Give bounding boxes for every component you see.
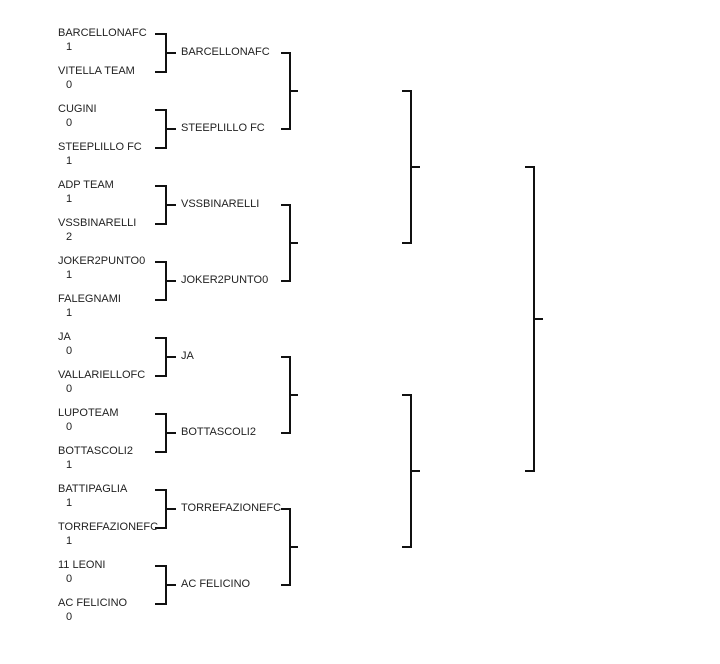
round2-bracket [281, 356, 298, 434]
team-score: 0 [66, 117, 73, 129]
round2-team-name: VSSBINARELLI [181, 198, 260, 210]
round2-team-name: JA [181, 350, 194, 362]
team-name: BARCELLONAFC [58, 27, 147, 39]
team-score: 1 [66, 535, 73, 547]
round1-bracket [155, 337, 176, 377]
team-name: FALEGNAMI [58, 293, 121, 305]
round2-bracket [281, 204, 298, 282]
team-name: ADP TEAM [58, 179, 114, 191]
round2-bracket [281, 508, 298, 586]
team-score: 1 [66, 459, 73, 471]
team-score: 1 [66, 155, 73, 167]
team-score: 0 [66, 611, 73, 623]
round2-team-name: STEEPLILLO FC [181, 122, 265, 134]
round1-bracket [155, 185, 176, 225]
team-name: AC FELICINO [58, 597, 128, 609]
round1-bracket [155, 413, 176, 453]
team-name: VALLARIELLOFC [58, 369, 146, 381]
team-name: TORREFAZIONEFC [58, 521, 159, 533]
round1-bracket [155, 565, 176, 605]
team-score: 0 [66, 573, 73, 585]
round1-bracket [155, 489, 176, 529]
team-score: 1 [66, 193, 73, 205]
round2-team-name: TORREFAZIONEFC [181, 502, 282, 514]
round2-team-name: JOKER2PUNTO0 [181, 274, 269, 286]
team-name: 11 LEONI [58, 559, 106, 571]
round1-bracket [155, 33, 176, 73]
team-score: 0 [66, 383, 73, 395]
team-score: 1 [66, 497, 73, 509]
team-name: VSSBINARELLI [58, 217, 137, 229]
team-name: LUPOTEAM [58, 407, 119, 419]
final-bracket [525, 166, 543, 472]
round2-team-name: BOTTASCOLI2 [181, 426, 256, 438]
team-name: STEEPLILLO FC [58, 141, 142, 153]
round2-team-name: AC FELICINO [181, 578, 251, 590]
team-score: 1 [66, 269, 73, 281]
round2-bracket [281, 52, 298, 130]
semifinal-bracket [402, 394, 420, 548]
team-score: 2 [66, 231, 73, 243]
round1-bracket [155, 261, 176, 301]
team-name: VITELLA TEAM [58, 65, 135, 77]
team-score: 0 [66, 421, 73, 433]
team-name: JOKER2PUNTO0 [58, 255, 146, 267]
team-name: JA [58, 331, 71, 343]
team-score: 0 [66, 79, 73, 91]
round1-bracket [155, 109, 176, 149]
team-name: BOTTASCOLI2 [58, 445, 133, 457]
team-score: 1 [66, 307, 73, 319]
semifinal-bracket [402, 90, 420, 244]
team-score: 1 [66, 41, 73, 53]
team-name: BATTIPAGLIA [58, 483, 128, 495]
round2-team-name: BARCELLONAFC [181, 46, 270, 58]
team-score: 0 [66, 345, 73, 357]
team-name: CUGINI [58, 103, 97, 115]
